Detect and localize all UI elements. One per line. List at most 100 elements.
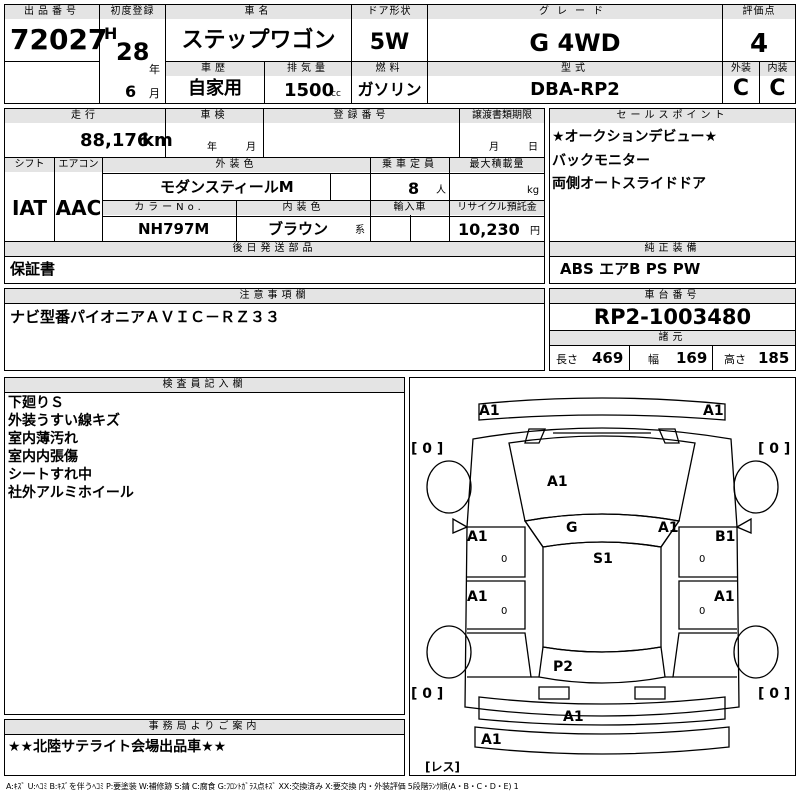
door-label: ドア形状 — [352, 5, 427, 19]
reg-year: 28 — [116, 38, 150, 66]
grade-label: グレード — [428, 5, 722, 19]
mark-left-front-door: A1 — [467, 529, 488, 545]
equipment: ABS エアB PS PW — [560, 260, 701, 278]
history: 自家用 — [188, 78, 242, 99]
mark-rear-bumper: A1 — [481, 732, 502, 748]
mileage-unit: km — [142, 130, 173, 151]
car-name-label: 車名 — [166, 5, 351, 19]
chassis-number: RP2-1003480 — [593, 305, 752, 329]
capacity-unit: 人 — [436, 185, 446, 196]
length-label: 長さ — [556, 353, 578, 366]
transfer-day-unit: 日 — [528, 142, 538, 153]
notes-label: 注意事項欄 — [5, 289, 544, 303]
reg-year-unit: 年 — [149, 63, 160, 76]
door-type: 5W — [369, 30, 410, 55]
office-block — [4, 719, 405, 776]
inspector-line-5: シートすれ中 — [8, 467, 92, 483]
notes-block — [4, 288, 545, 371]
inspection-label: 車検 — [166, 109, 263, 123]
inspector-line-3: 室内薄汚れ — [8, 431, 78, 447]
specs-label: 諸元 — [550, 331, 795, 345]
aircon-label: エアコン — [55, 158, 102, 172]
recycle-unit: 円 — [530, 226, 540, 237]
int-color-label: 内装色 — [237, 201, 370, 215]
shift-label: シフト — [5, 158, 54, 172]
sub-mark-1: 0 — [501, 554, 507, 565]
fuel-label: 燃料 — [352, 62, 427, 76]
height: 185 — [758, 349, 790, 367]
reg-month-unit: 月 — [149, 87, 160, 100]
height-label: 高さ — [724, 353, 746, 366]
displacement: 1500 — [284, 80, 335, 101]
mark-roof: S1 — [593, 551, 613, 567]
ext-color: モダンスティールM — [160, 178, 294, 196]
shift: IAT — [11, 196, 47, 220]
recycle-label: リサイクル預託金 — [450, 201, 544, 215]
sales-point-3: 両側オートスライドドア — [552, 176, 706, 192]
color-no-label: カラーNo. — [103, 201, 236, 215]
tire-rear-right: [ 0 ] — [758, 686, 790, 702]
info-block — [4, 108, 545, 284]
lot-no: 72027 — [10, 23, 108, 56]
sales-point-1: ★オークションデビュー★ — [552, 129, 718, 145]
inspector-line-6: 社外アルミホイール — [8, 485, 134, 501]
inspector-line-2: 外装うすい線キズ — [8, 413, 120, 429]
lot-no-label: 出品番号 — [5, 5, 99, 19]
header-block — [4, 4, 796, 104]
era: H — [104, 24, 118, 43]
exterior-label: 外装 — [723, 62, 759, 76]
int-color: ブラウン — [268, 220, 329, 238]
car-diagram-frame — [409, 377, 796, 776]
length: 469 — [592, 349, 624, 367]
mark-pillar-right: A1 — [658, 520, 679, 536]
inspector-line-4: 室内内張傷 — [8, 449, 78, 465]
transfer-label: 譲渡書類期限 — [460, 109, 544, 123]
chassis-block — [549, 288, 796, 371]
history-label: 車歴 — [166, 62, 264, 76]
interior-label: 内装 — [760, 62, 795, 76]
tire-front-left: [ 0 ] — [411, 441, 443, 457]
legend: A:ｷｽﾞ U:ﾍｺﾐ B:ｷｽﾞを伴うﾍｺﾐ P:要塗装 W:補修跡 S:錆 … — [6, 782, 519, 791]
interior-grade: C — [769, 76, 786, 101]
first-reg-label: 初度登録 — [100, 5, 165, 19]
width: 169 — [676, 349, 708, 367]
sales-point-2: バックモニター — [552, 153, 650, 169]
mileage-label: 走行 — [5, 109, 165, 123]
displacement-label: 排気量 — [265, 62, 351, 76]
max-load-label: 最大積載量 — [450, 158, 544, 172]
mark-left-rear-door: A1 — [467, 589, 488, 605]
sub-mark-4: 0 — [699, 606, 705, 617]
mark-front-left: A1 — [479, 403, 500, 419]
model-label: 型式 — [428, 62, 722, 76]
int-color-suffix: 系 — [355, 225, 365, 236]
notes: ナビ型番パイオニアＡＶＩＣ－ＲＺ３３ — [10, 308, 281, 326]
tire-front-right: [ 0 ] — [758, 441, 790, 457]
model: DBA-RP2 — [530, 79, 620, 100]
sub-mark-2: 0 — [699, 554, 705, 565]
capacity: 8 — [408, 179, 420, 198]
car-diagram: A1 A1 A1 G A1 S1 A1 B1 A1 A1 P2 A1 A1 [ … — [411, 397, 790, 774]
reg-month: 6 — [125, 82, 137, 101]
mark-front-right: A1 — [703, 403, 724, 419]
transfer-month-unit: 月 — [489, 142, 499, 153]
sub-mark-3: 0 — [501, 606, 507, 617]
score-label: 評価点 — [723, 5, 795, 19]
recycle-fee: 10,230 — [458, 220, 520, 239]
capacity-label: 乗車定員 — [371, 158, 449, 172]
reg-no-label: 登録番号 — [264, 109, 459, 123]
mark-windshield: G — [566, 520, 578, 536]
mark-rear-glass: P2 — [553, 659, 573, 675]
import-label: 輸入車 — [371, 201, 449, 215]
mark-right-front-door: B1 — [715, 529, 735, 545]
inspection-year-unit: 年 — [207, 142, 217, 153]
ext-color-label: 外装色 — [103, 158, 370, 172]
later-parts: 保証書 — [10, 260, 56, 278]
fuel: ガソリン — [357, 80, 422, 99]
sales-point-label: セールスポイント — [550, 109, 795, 123]
grade: G 4WD — [529, 29, 621, 57]
car-name: ステップワゴン — [181, 28, 336, 53]
mark-hood: A1 — [547, 474, 568, 490]
inspector-block — [4, 377, 405, 715]
inspector-label: 検査員記入欄 — [5, 378, 404, 392]
color-no: NH797M — [138, 220, 210, 238]
